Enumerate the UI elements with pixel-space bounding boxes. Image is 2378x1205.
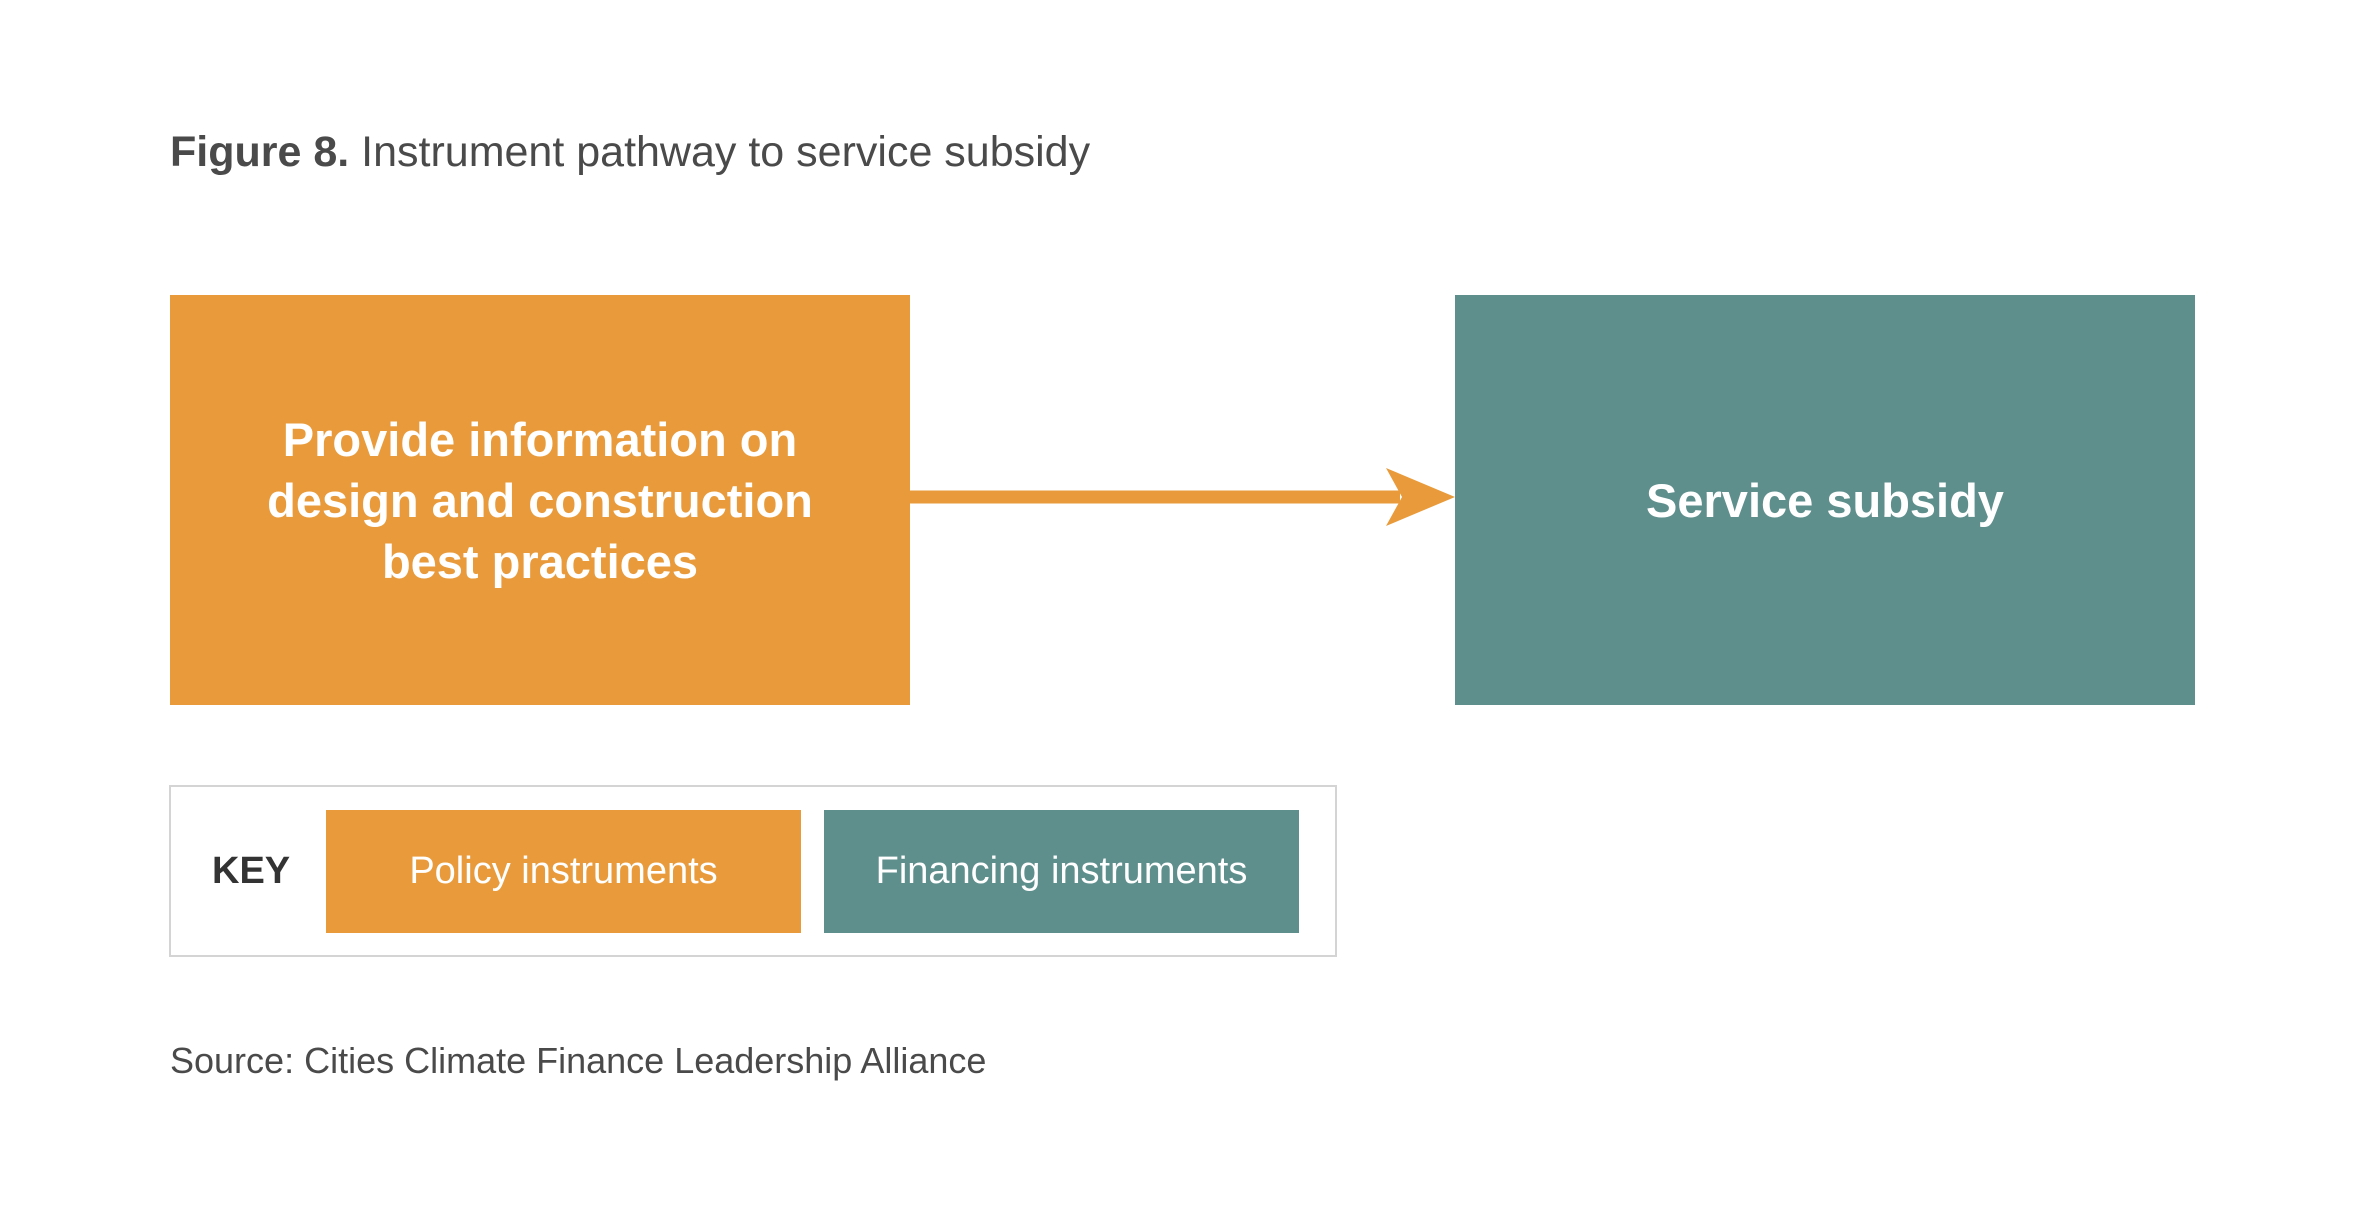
legend-policy-swatch: Policy instruments — [326, 810, 801, 933]
policy-instrument-label: Provide information on design and constr… — [267, 409, 813, 592]
figure-title-text: Instrument pathway to service subsidy — [361, 128, 1091, 176]
legend-financing-swatch: Financing instruments — [824, 810, 1299, 933]
legend-financing-label: Financing instruments — [875, 850, 1248, 892]
financing-instrument-box: Service subsidy — [1455, 295, 2195, 705]
policy-instrument-box: Provide information on design and constr… — [170, 295, 910, 705]
pathway-arrow-head — [1386, 468, 1455, 526]
policy-instrument-label-line2: design and construction — [267, 473, 813, 527]
policy-instrument-label-line1: Provide information on — [282, 412, 798, 466]
financing-instrument-label: Service subsidy — [1646, 473, 2004, 527]
figure-number: Figure 8. — [170, 128, 350, 176]
source-note: Source: Cities Climate Finance Leadershi… — [170, 1040, 987, 1081]
legend-policy-label: Policy instruments — [409, 850, 718, 892]
legend-key: KEY Policy instruments Financing instrum… — [169, 785, 1337, 957]
figure-title: Figure 8. Instrument pathway to service … — [170, 128, 1090, 177]
policy-instrument-label-line3: best practices — [381, 534, 699, 588]
legend-key-label: KEY — [212, 849, 291, 892]
